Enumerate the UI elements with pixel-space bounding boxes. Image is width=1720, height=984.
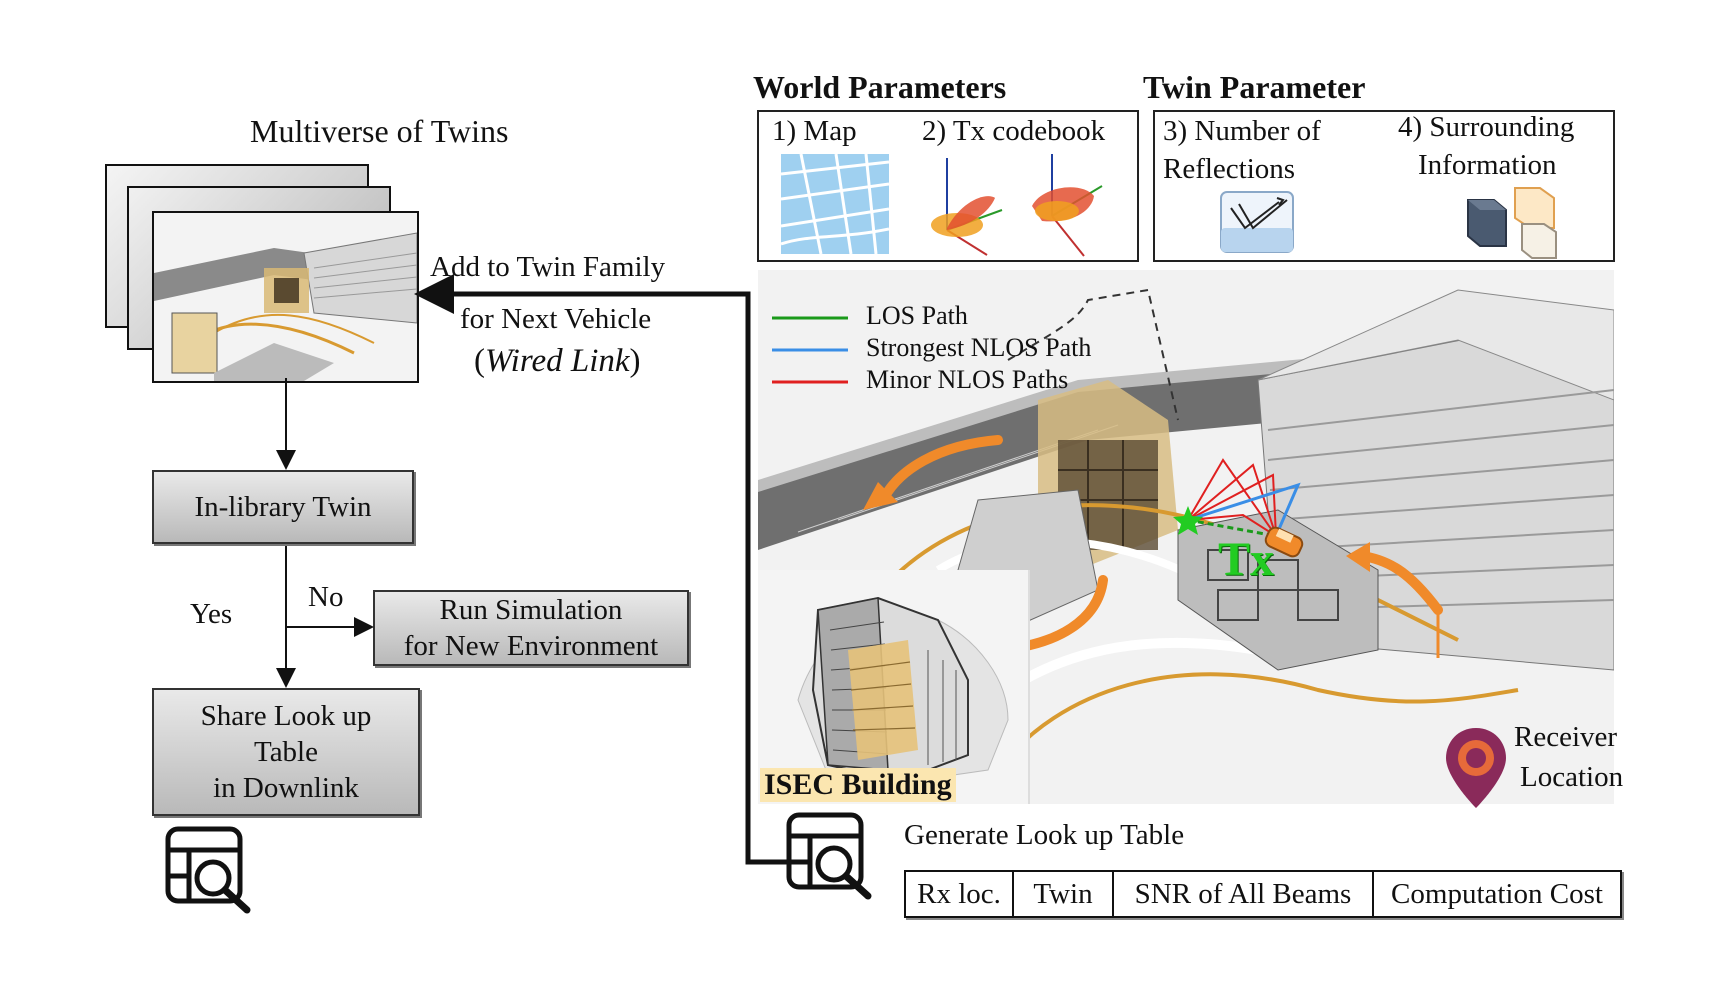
run-sim-line1: Run Simulation [439, 593, 623, 626]
col-twin: Twin [1014, 872, 1114, 916]
feedback-line2: for Next Vehicle [460, 303, 652, 335]
car-icon [1264, 526, 1304, 558]
twin-params-title: Twin Parameter [1143, 69, 1366, 105]
reflections-line1: 3) Number of [1163, 115, 1321, 147]
col-snr: SNR of All Beams [1114, 872, 1374, 916]
reflection-icon [1220, 191, 1294, 253]
wired-close-paren: ) [629, 343, 641, 379]
feedback-line1: Add to Twin Family [430, 251, 666, 283]
twin-params-box: 3) Number of Reflections 4) Surrounding … [1153, 110, 1615, 262]
col-cost: Computation Cost [1391, 877, 1603, 910]
lookup-table-header: Rx loc. Twin SNR of All Beams Computatio… [904, 870, 1622, 918]
share-lookup-box: Share Look up Table in Downlink [152, 688, 420, 816]
legend-swatches [772, 316, 848, 384]
world-params-box: 1) Map 2) Tx codebook [757, 110, 1139, 262]
ray-paths [1187, 458, 1301, 538]
isec-building-image [758, 570, 1028, 804]
legend-los: LOS Path [866, 301, 968, 330]
feedback-wired-link: (Wired Link) [474, 342, 641, 382]
world-params-title: World Parameters [753, 69, 1007, 105]
share-line1: Share Look up [200, 699, 372, 732]
wired-open-paren: ( [474, 343, 485, 379]
map-thumbnail [781, 154, 889, 254]
tx-label: Tx [1218, 533, 1275, 586]
col-rx-loc: Rx loc. [906, 872, 1014, 916]
yes-label: Yes [190, 598, 233, 630]
lookup-title: Generate Look up Table [904, 819, 1185, 851]
twin-card-front [152, 211, 419, 383]
share-line2: Table [254, 735, 318, 768]
run-sim-line2: for New Environment [403, 630, 659, 662]
location-pin-icon [1446, 728, 1506, 808]
beam-pattern-2 [1032, 154, 1103, 257]
receiver-line2: Location [1520, 761, 1624, 793]
tx-star-icon [1173, 506, 1203, 535]
run-simulation-box: Run Simulation for New Environment [373, 590, 689, 666]
no-label: No [308, 581, 344, 613]
wired-link-label: Wired Link [485, 343, 630, 379]
surround-line1: 4) Surrounding [1398, 111, 1575, 143]
table-search-icon [165, 826, 251, 914]
in-library-twin-box: In-library Twin [152, 470, 414, 544]
map-label: 1) Map [772, 115, 857, 147]
cubes-icon [1467, 187, 1557, 259]
legend-minor-nlos: Minor NLOS Paths [866, 365, 1069, 394]
legend-strongest-nlos: Strongest NLOS Path [866, 333, 1092, 362]
in-library-twin-label: In-library Twin [194, 490, 372, 523]
receiver-line1: Receiver [1514, 721, 1618, 753]
isec-label: ISEC Building [760, 768, 956, 802]
codebook-label: 2) Tx codebook [922, 115, 1106, 147]
twin-stack [105, 164, 425, 384]
generate-table-icon [786, 812, 872, 900]
beam-pattern-1 [931, 158, 1003, 256]
surround-line2: Information [1418, 149, 1557, 181]
share-line3: in Downlink [213, 772, 359, 805]
multiverse-title: Multiverse of Twins [250, 113, 509, 149]
isec-inset [758, 570, 1030, 804]
reflections-line2: Reflections [1163, 153, 1296, 185]
scene-panel [758, 270, 1614, 804]
twin-front-image [154, 213, 417, 381]
